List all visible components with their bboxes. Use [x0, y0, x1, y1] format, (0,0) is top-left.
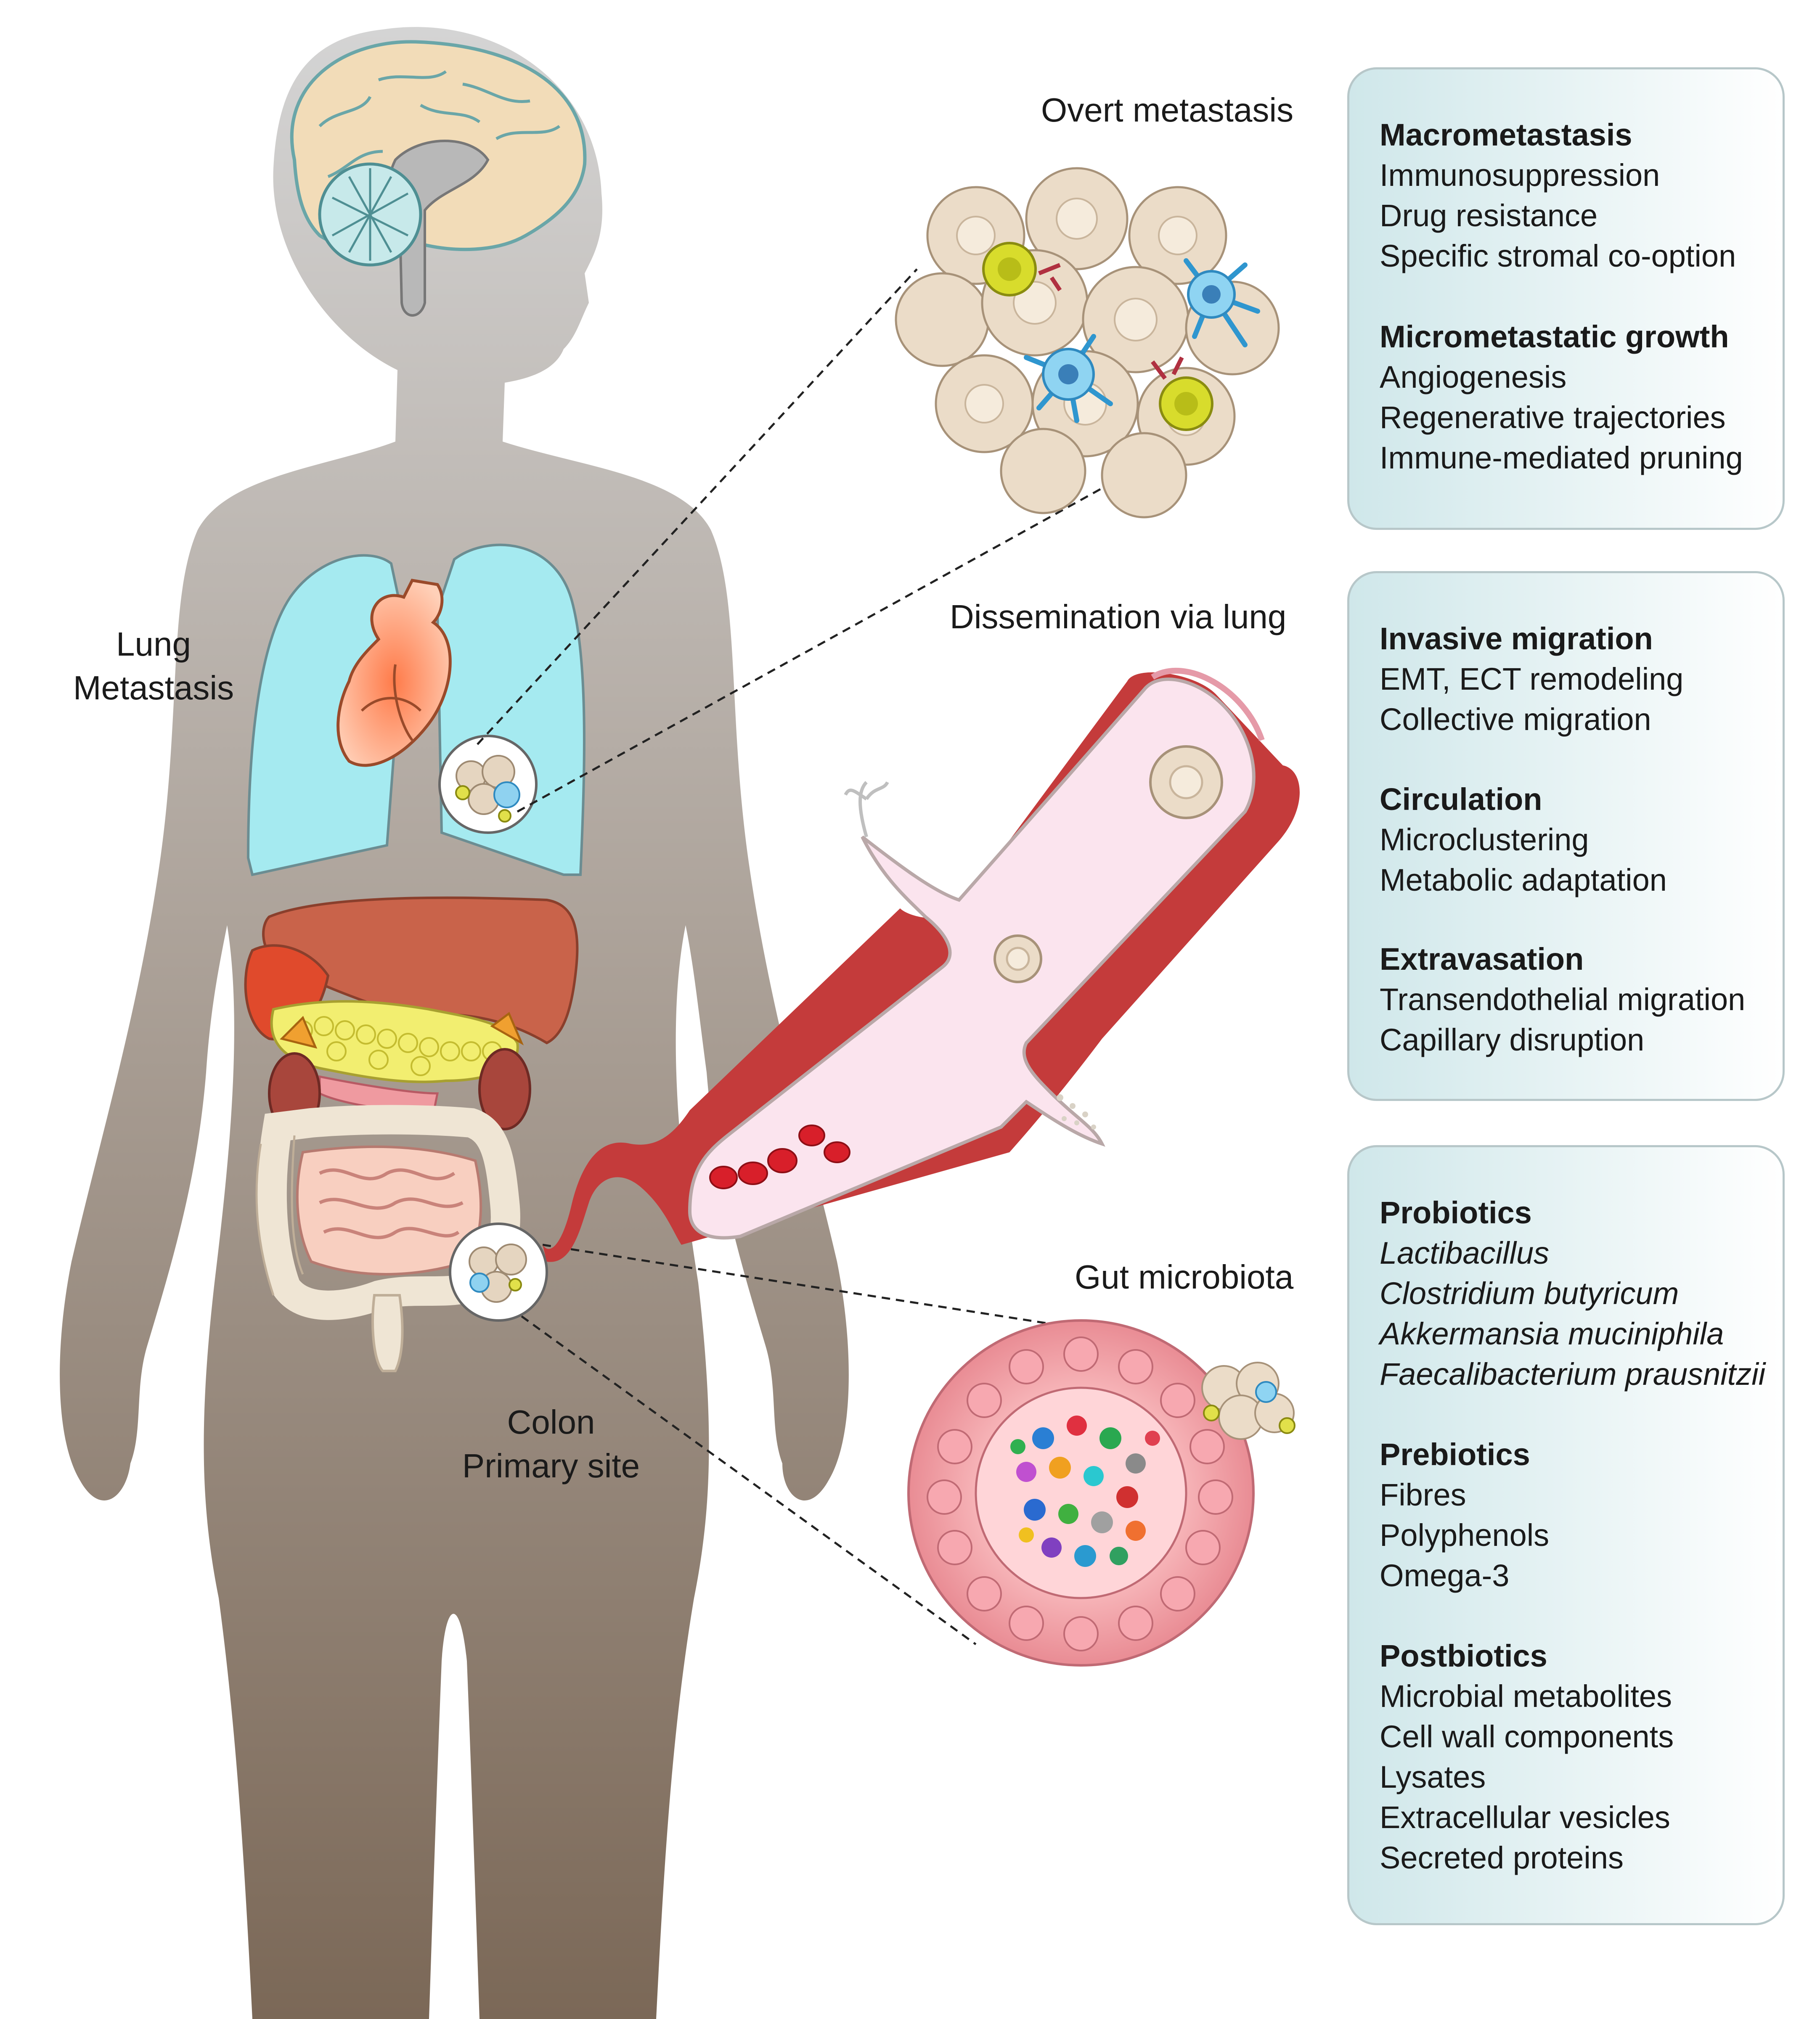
list-item: Angiogenesis [1380, 360, 1567, 394]
connector-lines [477, 268, 1111, 1646]
circulation-group: Circulation Microclustering Metabolic ad… [1380, 779, 1667, 900]
list-item: Fibres [1380, 1477, 1466, 1512]
colon-primary-line2: Primary site [462, 1447, 640, 1484]
probiotics-group: Probiotics Lactibacillus Clostridium but… [1380, 1193, 1765, 1395]
colon-primary-line1: Colon [507, 1403, 595, 1441]
lung-metastasis-line1: Lung [116, 625, 191, 663]
list-item: Capillary disruption [1380, 1022, 1645, 1057]
list-item: Specific stromal co-option [1380, 238, 1736, 273]
lung-metastasis-line2: Metastasis [73, 669, 234, 707]
colon-tumor-inset [449, 1223, 548, 1322]
list-item: Faecalibacterium prausnitzii [1380, 1357, 1766, 1392]
list-item: Drug resistance [1380, 198, 1598, 233]
list-item: Metabolic adaptation [1380, 863, 1667, 897]
metastasis-panel: Macrometastasis Immunosuppression Drug r… [1347, 67, 1785, 530]
list-item: Cell wall components [1380, 1719, 1674, 1754]
lung-metastasis-label: Lung Metastasis [63, 622, 244, 710]
microbiota-panel: Probiotics Lactibacillus Clostridium but… [1347, 1145, 1785, 1925]
group-title: Macrometastasis [1380, 117, 1632, 152]
list-item: Immune-mediated pruning [1380, 440, 1743, 475]
heart [336, 579, 452, 767]
postbiotics-group: Postbiotics Microbial metabolites Cell w… [1380, 1636, 1674, 1878]
list-item: Transendothelial migration [1380, 982, 1746, 1017]
macrometastasis-group: Macrometastasis Immunosuppression Drug r… [1380, 115, 1736, 276]
list-item: Lysates [1380, 1760, 1486, 1794]
list-item: EMT, ECT remodeling [1380, 662, 1684, 696]
list-item: Clostridium butyricum [1380, 1276, 1679, 1311]
invasive-migration-group: Invasive migration EMT, ECT remodeling C… [1380, 619, 1683, 740]
group-title: Circulation [1380, 782, 1542, 817]
group-title: Probiotics [1380, 1195, 1532, 1230]
gut-microbiota-label: Gut microbiota [1075, 1258, 1294, 1296]
list-item: Microclustering [1380, 822, 1589, 857]
dissemination-panel: Invasive migration EMT, ECT remodeling C… [1347, 571, 1785, 1101]
group-title: Micrometastatic growth [1380, 319, 1729, 354]
abdominal-organs [244, 896, 579, 1135]
colon-primary-label: Colon Primary site [446, 1400, 656, 1488]
overt-metastasis-label: Overt metastasis [1041, 91, 1294, 129]
blood-vessel [543, 667, 1300, 1262]
metastasis-cluster [895, 167, 1280, 519]
list-item: Lactibacillus [1380, 1236, 1550, 1270]
extravasation-group: Extravasation Transendothelial migration… [1380, 939, 1745, 1060]
prebiotics-group: Prebiotics Fibres Polyphenols Omega-3 [1380, 1434, 1549, 1596]
list-item: Secreted proteins [1380, 1840, 1624, 1875]
list-item: Immunosuppression [1380, 158, 1660, 193]
group-title: Invasive migration [1380, 621, 1653, 656]
micrometastatic-group: Micrometastatic growth Angiogenesis Rege… [1380, 317, 1743, 478]
list-item: Extracellular vesicles [1380, 1800, 1670, 1835]
list-item: Omega-3 [1380, 1558, 1510, 1593]
gut-cross-section [907, 1319, 1295, 1667]
group-title: Prebiotics [1380, 1437, 1530, 1472]
brain [290, 40, 587, 317]
list-item: Collective migration [1380, 702, 1651, 737]
list-item: Regenerative trajectories [1380, 400, 1726, 435]
dissemination-label: Dissemination via lung [950, 598, 1287, 635]
group-title: Postbiotics [1380, 1638, 1547, 1673]
list-item: Microbial metabolites [1380, 1679, 1672, 1714]
list-item: Akkermansia muciniphila [1380, 1316, 1724, 1351]
group-title: Extravasation [1380, 942, 1584, 976]
list-item: Polyphenols [1380, 1518, 1550, 1553]
lung-tumor-inset [438, 735, 538, 834]
